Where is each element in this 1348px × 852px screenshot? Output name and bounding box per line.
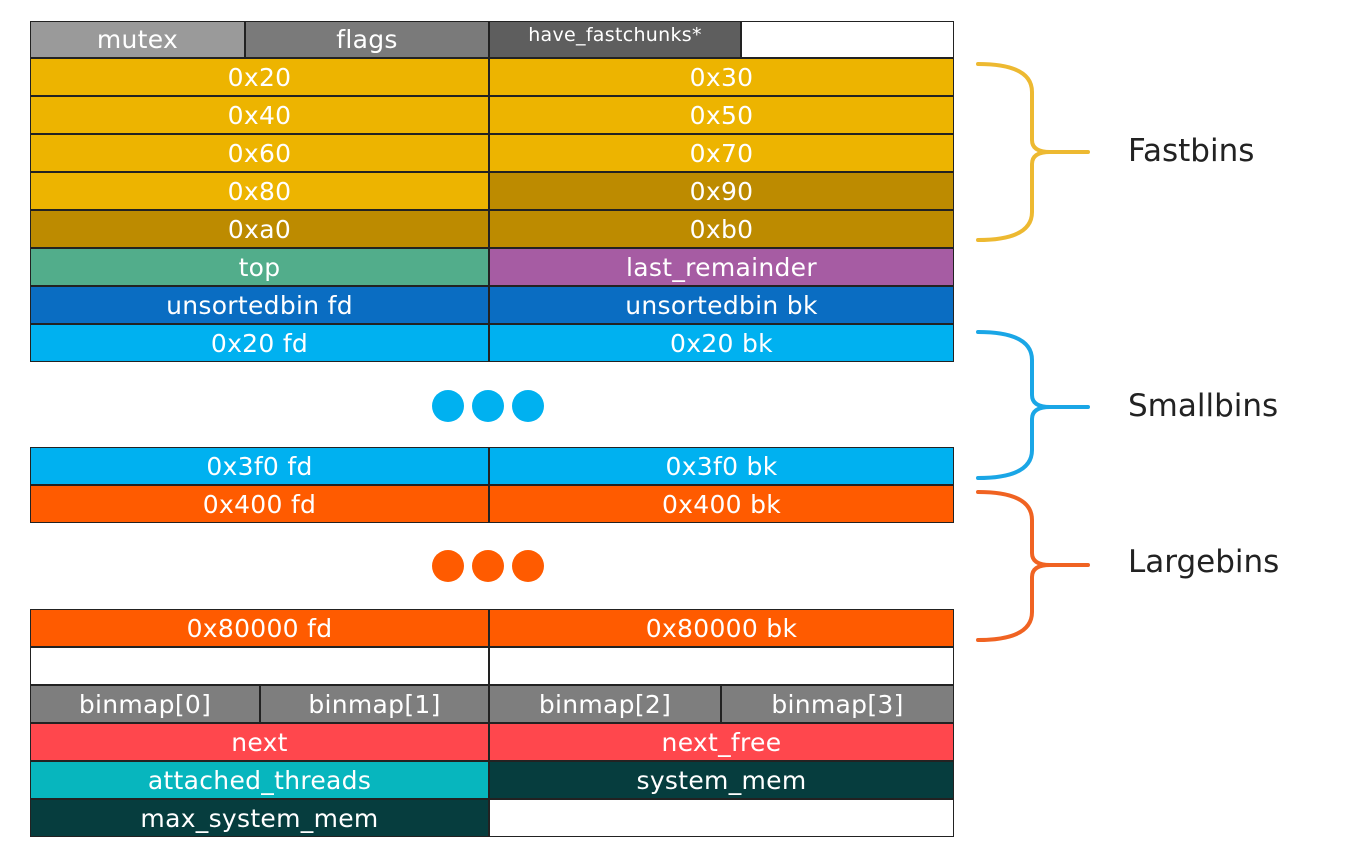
max-system-mem-empty: [489, 799, 954, 837]
fastbin-0x50: 0x50: [489, 96, 954, 134]
smallbin-ellipsis-dot: [512, 390, 544, 422]
smallbin-ellipsis-dot: [432, 390, 464, 422]
fastbin-0x40: 0x40: [30, 96, 489, 134]
empty-field-right: [489, 647, 954, 685]
smallbin-0x20-bk: 0x20 bk: [489, 324, 954, 362]
largebin-0x80000-fd: 0x80000 fd: [30, 609, 489, 647]
smallbin-0x3f0-bk: 0x3f0 bk: [489, 447, 954, 485]
system-mem-field: system_mem: [489, 761, 954, 799]
unsortedbin-fd: unsortedbin fd: [30, 286, 489, 324]
largebin-0x400-bk: 0x400 bk: [489, 485, 954, 523]
binmap-3: binmap[3]: [721, 685, 954, 723]
largebin-ellipsis-dot: [472, 550, 504, 582]
empty-field-left: [30, 647, 489, 685]
fastbin-0x90: 0x90: [489, 172, 954, 210]
flags-field: flags: [245, 21, 489, 58]
fastbin-0x20: 0x20: [30, 58, 489, 96]
smallbin-0x20-fd: 0x20 fd: [30, 324, 489, 362]
smallbin-0x3f0-fd: 0x3f0 fd: [30, 447, 489, 485]
fastbin-0x30: 0x30: [489, 58, 954, 96]
top-field: top: [30, 248, 489, 286]
next-free-field: next_free: [489, 723, 954, 761]
largebin-ellipsis-dot: [432, 550, 464, 582]
header-empty-field: [741, 21, 954, 58]
fastbin-0x80: 0x80: [30, 172, 489, 210]
largebin-0x80000-bk: 0x80000 bk: [489, 609, 954, 647]
fastbin-0xa0: 0xa0: [30, 210, 489, 248]
largebin-ellipsis-dot: [512, 550, 544, 582]
unsortedbin-bk: unsortedbin bk: [489, 286, 954, 324]
fastbin-0x60: 0x60: [30, 134, 489, 172]
fastbins-label: Fastbins: [1128, 133, 1255, 169]
smallbin-ellipsis-dot: [472, 390, 504, 422]
binmap-0: binmap[0]: [30, 685, 260, 723]
last-remainder-field: last_remainder: [489, 248, 954, 286]
smallbins-brace: [976, 330, 1090, 480]
attached-threads-field: attached_threads: [30, 761, 489, 799]
max-system-mem-field: max_system_mem: [30, 799, 489, 837]
have-fastchunks-field: have_fastchunks*: [489, 21, 741, 58]
fastbin-0xb0: 0xb0: [489, 210, 954, 248]
binmap-1: binmap[1]: [260, 685, 489, 723]
largebin-0x400-fd: 0x400 fd: [30, 485, 489, 523]
smallbins-label: Smallbins: [1128, 388, 1279, 424]
largebins-brace: [976, 490, 1090, 642]
binmap-2: binmap[2]: [489, 685, 721, 723]
largebins-label: Largebins: [1128, 544, 1280, 580]
next-field: next: [30, 723, 489, 761]
fastbin-0x70: 0x70: [489, 134, 954, 172]
mutex-field: mutex: [30, 21, 245, 58]
fastbins-brace: [976, 62, 1090, 242]
